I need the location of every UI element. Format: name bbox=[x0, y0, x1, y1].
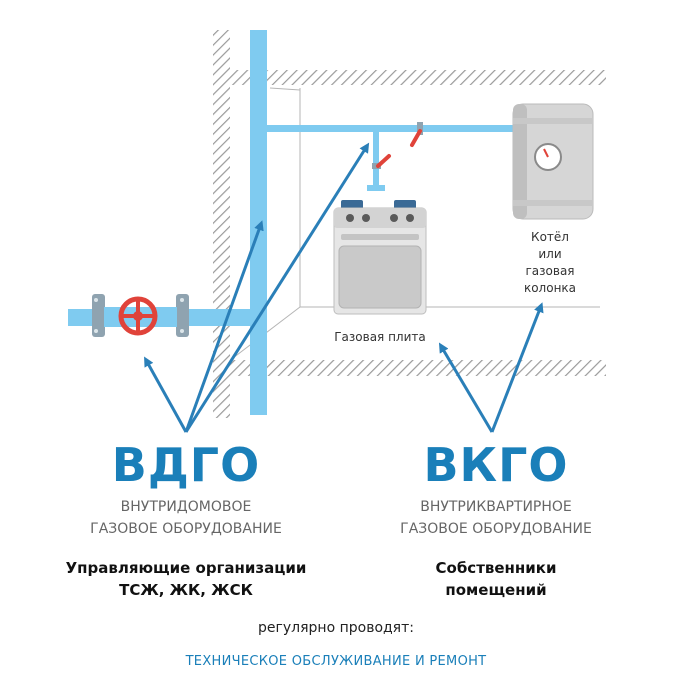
arrow-to-pipe bbox=[184, 142, 370, 433]
stove-drop-pipe bbox=[373, 132, 379, 190]
ceiling-slab bbox=[230, 70, 606, 85]
vkgo-owners-line-1: Собственники bbox=[435, 559, 557, 577]
stove-label: Газовая плита bbox=[334, 330, 426, 344]
vkgo-subtitle: ВНУТРИКВАРТИРНОЕ ГАЗОВОЕ ОБОРУДОВАНИЕ bbox=[356, 496, 636, 540]
vkgo-subtitle-line-2: ГАЗОВОЕ ОБОРУДОВАНИЕ bbox=[400, 521, 592, 537]
vdgo-owners: Управляющие организации ТСЖ, ЖК, ЖСК bbox=[26, 557, 346, 601]
boiler-label-line: Котёл bbox=[531, 230, 569, 244]
arrow-to-valve bbox=[144, 356, 188, 433]
vkgo-title: ВКГО bbox=[423, 438, 569, 492]
vdgo-subtitle-line-1: ВНУТРИДОМОВОЕ bbox=[120, 499, 252, 515]
tap-valves bbox=[372, 122, 423, 169]
vkgo-owners-line-2: помещений bbox=[445, 581, 547, 599]
vdgo-owners-line-2: ТСЖ, ЖК, ЖСК bbox=[119, 581, 253, 599]
vdgo-title: ВДГО bbox=[111, 438, 261, 492]
boiler-label-line: колонка bbox=[523, 281, 577, 295]
floor-slab bbox=[230, 360, 606, 376]
footer-service: ТЕХНИЧЕСКОЕ ОБСЛУЖИВАНИЕ И РЕМОНТ bbox=[185, 654, 487, 669]
vkgo-subtitle-line-1: ВНУТРИКВАРТИРНОЕ bbox=[420, 499, 572, 515]
arrow-to-boiler bbox=[490, 302, 544, 433]
boiler-label: Котёл или газовая колонка bbox=[510, 229, 590, 297]
apartment-pipe bbox=[267, 125, 515, 132]
water-heater bbox=[512, 103, 594, 220]
footer-intro: регулярно проводят: bbox=[258, 620, 414, 636]
vdgo-owners-line-1: Управляющие организации bbox=[65, 559, 307, 577]
gas-stove bbox=[333, 200, 427, 315]
left-outer-wall bbox=[213, 30, 230, 418]
pointer-arrows bbox=[144, 142, 544, 433]
boiler-label-line: газовая bbox=[525, 264, 575, 278]
vdgo-subtitle-line-2: ГАЗОВОЕ ОБОРУДОВАНИЕ bbox=[90, 521, 282, 537]
vdgo-subtitle: ВНУТРИДОМОВОЕ ГАЗОВОЕ ОБОРУДОВАНИЕ bbox=[46, 496, 326, 540]
arrow-to-stove bbox=[438, 342, 494, 433]
boiler-label-line: или bbox=[538, 247, 562, 261]
vkgo-owners: Собственники помещений bbox=[376, 557, 616, 601]
main-valve bbox=[92, 294, 189, 337]
stove-oven-door bbox=[338, 245, 422, 309]
riser-pipe bbox=[250, 30, 267, 415]
arrow-to-riser bbox=[184, 220, 264, 433]
